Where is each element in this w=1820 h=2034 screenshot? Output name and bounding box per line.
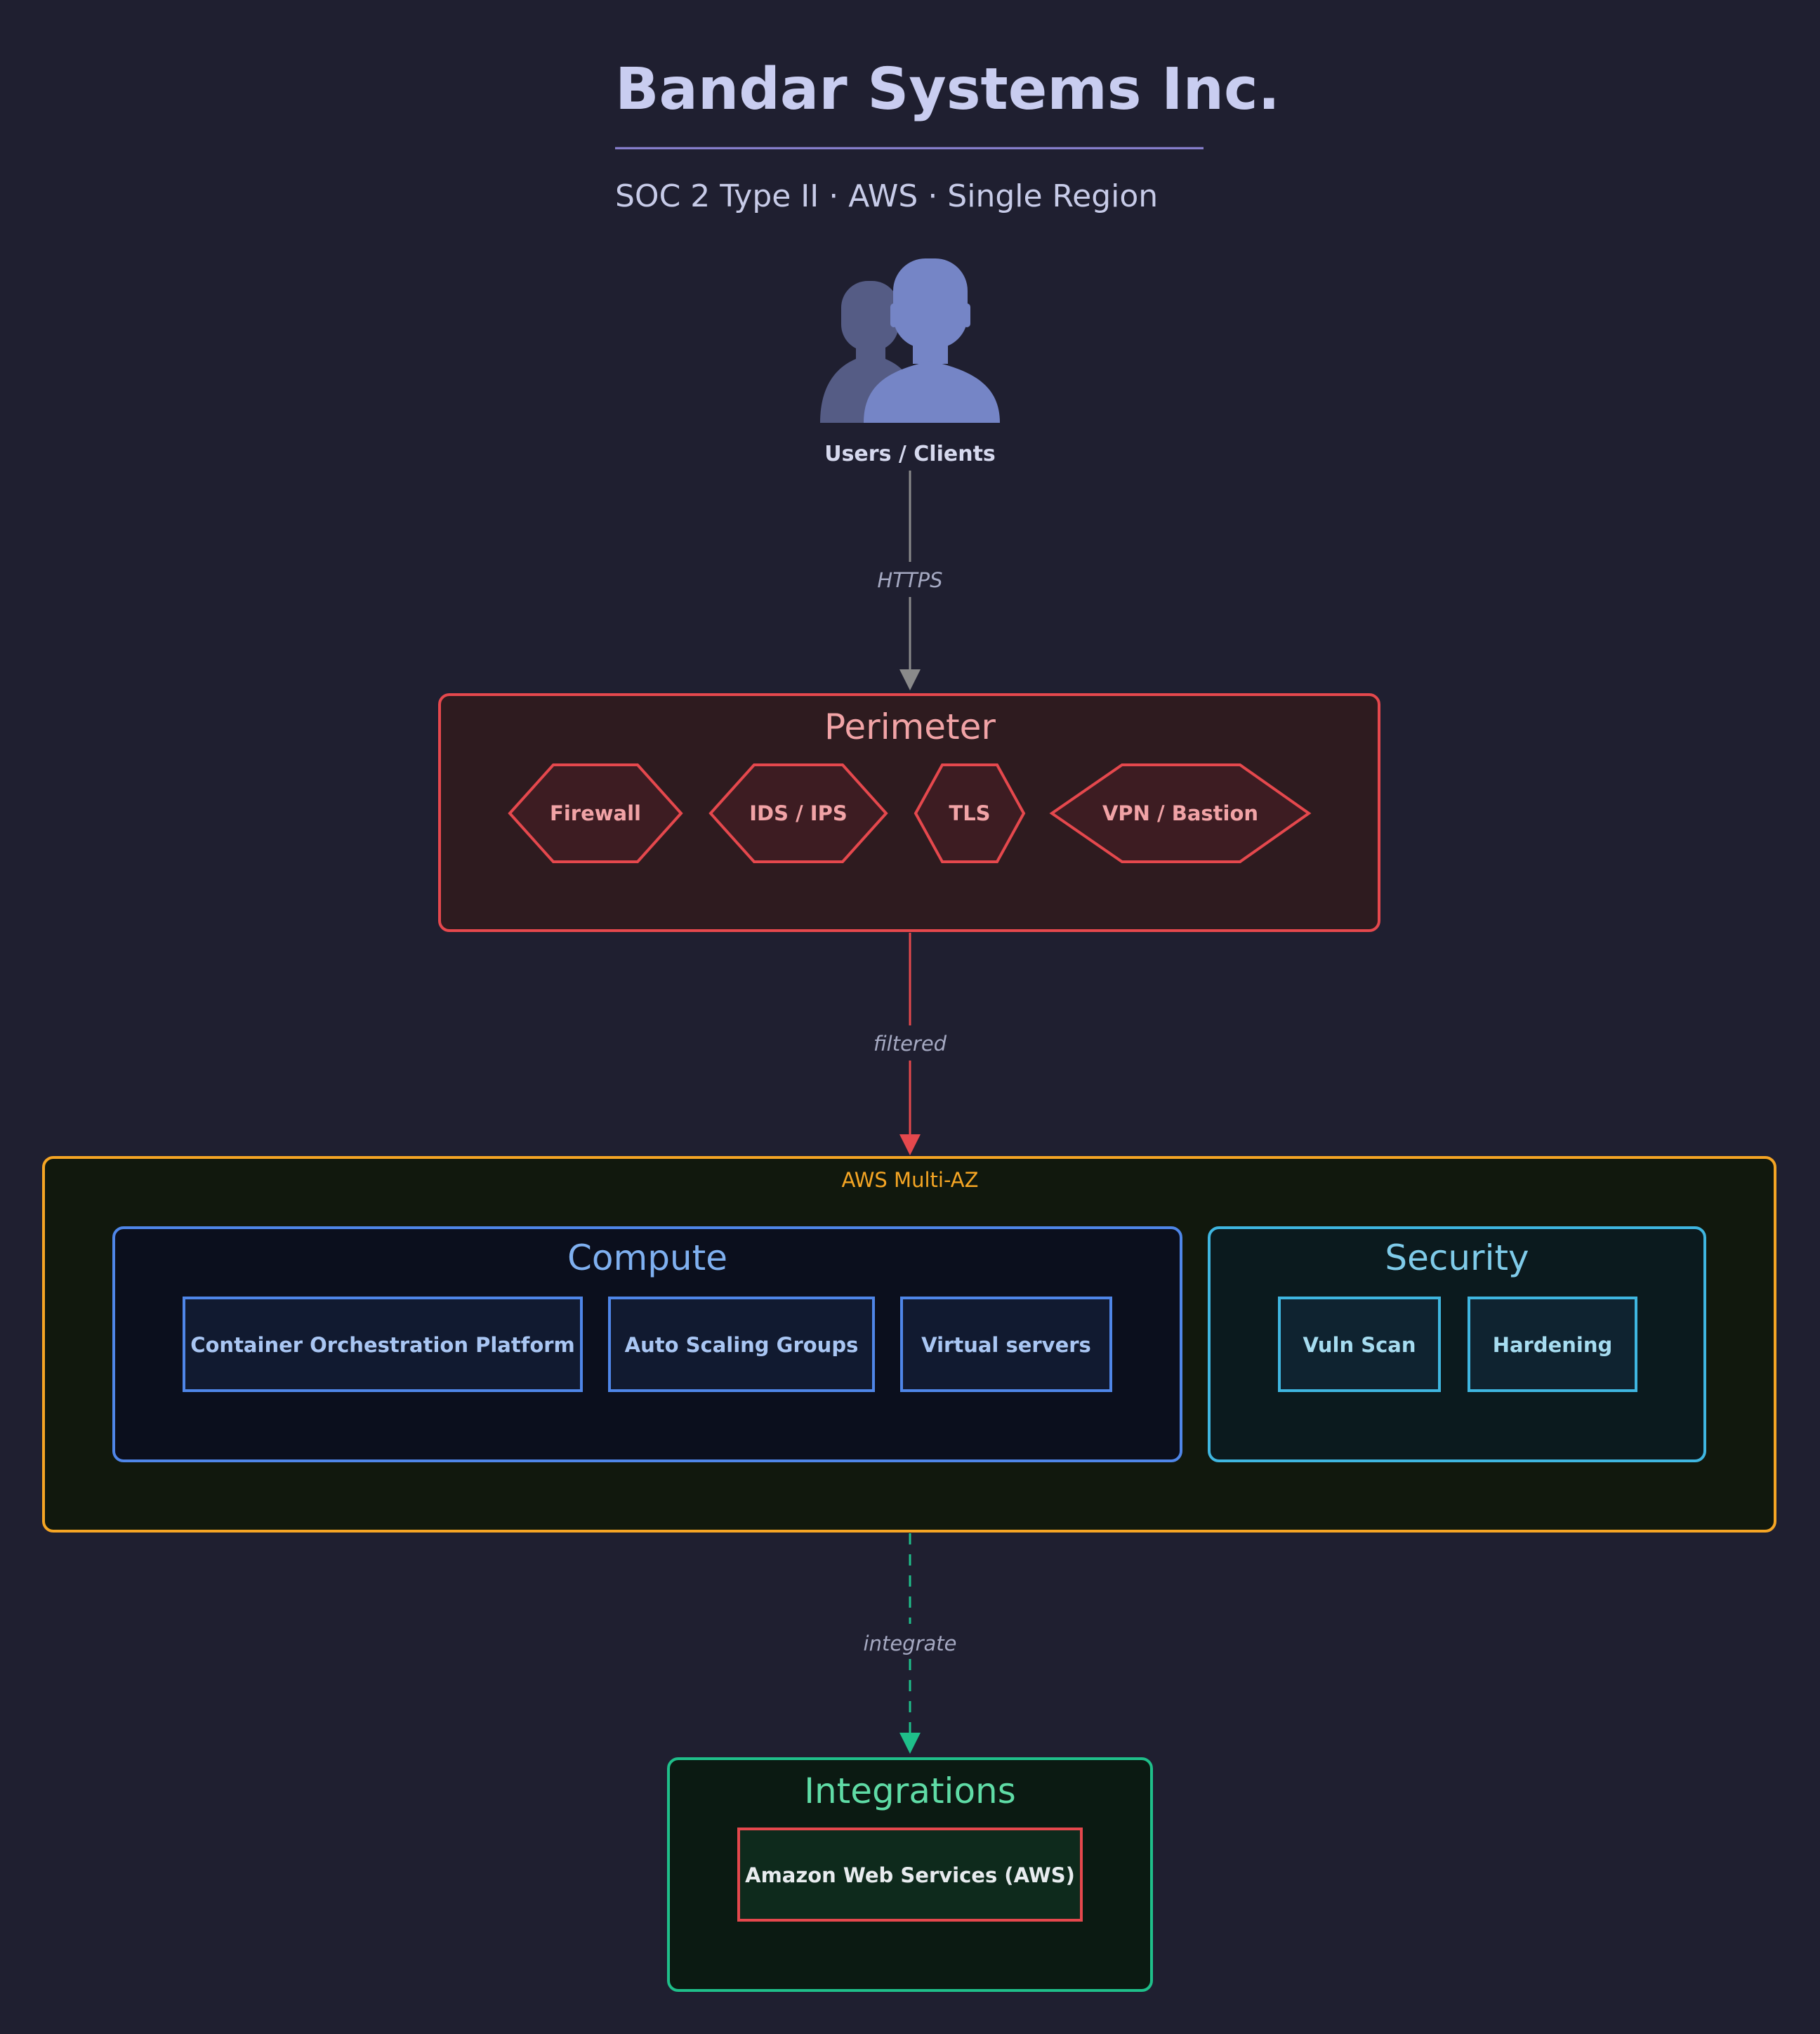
- svg-text:Container Orchestration Platfo: Container Orchestration Platform: [190, 1333, 575, 1357]
- container-orchestration-node[interactable]: Container Orchestration Platform: [183, 1297, 583, 1392]
- compute-title: Compute: [567, 1238, 727, 1278]
- aws-multi-az-title: AWS Multi-AZ: [842, 1168, 979, 1192]
- svg-text:Hardening: Hardening: [1493, 1333, 1613, 1357]
- aws-multi-az-group: AWS Multi-AZ Compute Container Orchestra…: [42, 1156, 1776, 1533]
- auto-scaling-groups-node[interactable]: Auto Scaling Groups: [608, 1297, 875, 1392]
- integrations-group: Integrations Amazon Web Services (AWS): [667, 1757, 1153, 1992]
- hardening-node[interactable]: Hardening: [1468, 1297, 1637, 1392]
- integrations-title: Integrations: [804, 1771, 1016, 1811]
- svg-text:Firewall: Firewall: [550, 801, 641, 825]
- users-label: Users / Clients: [824, 442, 996, 466]
- security-group: Security Vuln Scan Hardening: [1208, 1226, 1706, 1462]
- svg-text:Virtual servers: Virtual servers: [921, 1333, 1091, 1357]
- tls-node[interactable]: TLS: [914, 763, 1026, 863]
- filtered-edge-label: filtered: [873, 1032, 947, 1056]
- svg-text:TLS: TLS: [949, 801, 990, 825]
- https-edge-label: HTTPS: [877, 568, 942, 592]
- svg-text:Amazon Web Services (AWS): Amazon Web Services (AWS): [745, 1863, 1075, 1887]
- firewall-node[interactable]: Firewall: [508, 763, 683, 863]
- svg-text:VPN / Bastion: VPN / Bastion: [1102, 801, 1258, 825]
- integrate-edge-label: integrate: [864, 1632, 957, 1655]
- vuln-scan-node[interactable]: Vuln Scan: [1278, 1297, 1441, 1392]
- security-title: Security: [1385, 1238, 1529, 1278]
- users-icon: [820, 258, 1000, 423]
- vpn-bastion-node[interactable]: VPN / Bastion: [1049, 763, 1312, 863]
- virtual-servers-node[interactable]: Virtual servers: [900, 1297, 1112, 1392]
- compute-group: Compute Container Orchestration Platform…: [112, 1226, 1182, 1462]
- ids-ips-node[interactable]: IDS / IPS: [708, 763, 888, 863]
- svg-text:Vuln Scan: Vuln Scan: [1303, 1333, 1416, 1357]
- perimeter-title: Perimeter: [824, 707, 996, 747]
- aws-integration-node[interactable]: Amazon Web Services (AWS): [737, 1828, 1083, 1922]
- svg-text:Auto Scaling Groups: Auto Scaling Groups: [625, 1333, 859, 1357]
- page-title: Bandar Systems Inc.: [615, 56, 1280, 123]
- page-subtitle: SOC 2 Type II · AWS · Single Region: [615, 178, 1158, 214]
- perimeter-group: Perimeter Firewall IDS / IPS TLS VPN / B…: [438, 693, 1380, 932]
- svg-text:IDS / IPS: IDS / IPS: [749, 801, 847, 825]
